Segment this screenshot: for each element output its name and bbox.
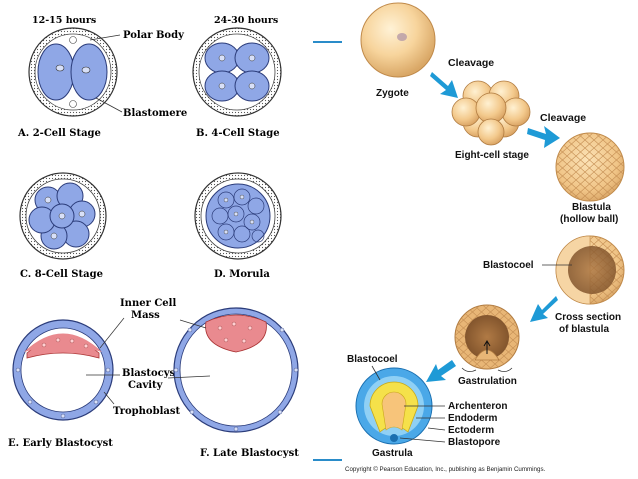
time-label-a: 12-15 hours [32,15,96,26]
eight-cell-drawing [451,80,531,146]
stage-d-morula-drawing [194,172,282,260]
stage-e-caption: E. Early Blastocyst [8,438,113,449]
stage-a-caption: A. 2-Cell Stage [17,128,101,139]
label-blastula: Blastula [572,202,611,213]
copyright-notice: Copyright © Pearson Education, Inc., pub… [345,466,546,473]
label-hollow-ball: (hollow ball) [560,214,618,225]
label-polar-body: Polar Body [123,30,185,41]
arrow-cleavage-1 [430,72,458,98]
zygote-drawing [360,2,436,78]
stage-d-caption: D. Morula [214,269,270,280]
label-gastrula: Gastrula [372,448,413,459]
time-label-b: 24-30 hours [214,15,278,26]
stage-f-caption: F. Late Blastocyst [200,448,299,459]
label-cross-section: Cross section [555,312,621,323]
stage-c-8-cell-drawing [19,172,107,260]
label-cleavage-2: Cleavage [540,112,586,124]
gastrula-drawing [355,367,433,445]
label-trophoblast: Trophoblast [113,406,180,417]
stage-b-caption: B. 4-Cell Stage [196,128,280,139]
label-blastopore: Blastopore [448,437,501,448]
label-blastocoel-2: Blastocoel [347,354,398,365]
arrow-to-cross-section [530,296,558,322]
label-cleavage-1: Cleavage [448,57,494,69]
label-blastocoel-1: Blastocoel [483,260,534,271]
arrow-to-gastrula [426,360,456,382]
blastula-drawing [555,132,625,202]
stage-f-late-blastocyst-drawing [167,307,299,433]
label-blastocyst-cavity-line2: Cavity [128,380,164,391]
label-eight-cell-stage: Eight-cell stage [455,150,529,161]
label-inner-cell-mass-line1: Inner Cell [120,298,176,309]
stage-e-early-blastocyst-drawing [12,317,125,421]
label-zygote: Zygote [376,88,409,99]
label-of-blastula: of blastula [559,324,609,335]
label-blastomere: Blastomere [123,108,187,119]
label-endoderm: Endoderm [448,413,498,424]
stage-c-caption: C. 8-Cell Stage [20,269,103,280]
label-gastrulation: Gastrulation [458,376,517,387]
label-blastocyst-cavity-line1: Blastocyst [122,368,180,379]
label-archenteron: Archenteron [448,401,507,412]
label-inner-cell-mass-line2: Mass [131,310,160,321]
blastula-half-section-drawing [555,235,625,305]
cross-section-drawing [454,304,520,372]
label-ectoderm: Ectoderm [448,425,494,436]
arrow-cleavage-2 [527,126,560,148]
stage-b-4-cell-drawing [192,27,282,117]
stage-a-2-cell-drawing [28,27,123,117]
